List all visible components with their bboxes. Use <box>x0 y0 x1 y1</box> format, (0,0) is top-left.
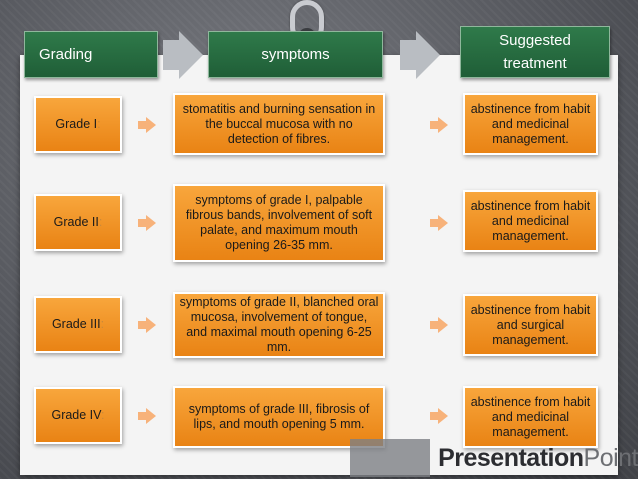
grade-box-3: Grade III: <box>34 296 122 353</box>
treatment-text-3: abstinence from habit and surgical manag… <box>470 302 591 347</box>
row-2-arrow-2-body <box>430 219 438 227</box>
grade-box-2: Grade II: <box>34 194 122 251</box>
symptom-text-4: symptoms of grade III, fibrosis of lips,… <box>188 402 370 431</box>
row-4-arrow-2-body <box>430 412 438 420</box>
row-4-arrow-2-icon <box>438 408 448 424</box>
row-1-arrow-2-body <box>430 121 438 129</box>
header-grading: Grading <box>24 31 158 78</box>
grade-box-4: Grade IV: <box>34 387 122 444</box>
presentationpoint-watermark: PresentationPoint <box>350 437 638 479</box>
header-arrow-1-icon <box>179 31 203 79</box>
header-symptoms: symptoms <box>208 31 383 78</box>
grade-suffix-3: : <box>100 317 105 331</box>
watermark-bold: Presentation <box>438 443 584 472</box>
header-grading-label: Grading <box>39 46 93 63</box>
row-3-arrow-2-body <box>430 321 438 329</box>
symptom-text-1: stomatitis and burning sensation in the … <box>182 101 376 146</box>
row-1-arrow-1-body <box>138 121 146 129</box>
header-arrow-2-icon <box>416 31 440 79</box>
row-2-arrow-1-icon <box>146 215 156 231</box>
grade-suffix-2: : <box>98 215 103 229</box>
header-treatment-label: Suggested treatment <box>499 32 571 72</box>
row-3-arrow-1-icon <box>146 317 156 333</box>
row-4-arrow-1-icon <box>146 408 156 424</box>
watermark-logo-block <box>350 439 431 477</box>
grade-label-1: Grade I <box>55 117 98 131</box>
watermark-text: PresentationPoint <box>438 444 638 473</box>
treatment-box-2: abstinence from habit and medicinal mana… <box>463 190 598 252</box>
watermark-light: Point <box>583 443 638 472</box>
symptom-box-3: symptoms of grade II, blanched oral muco… <box>173 292 385 358</box>
treatment-box-3: abstinence from habit and surgical manag… <box>463 294 598 356</box>
treatment-text-1: abstinence from habit and medicinal mana… <box>470 101 591 146</box>
row-1-arrow-1-icon <box>146 117 156 133</box>
symptom-box-2: symptoms of grade I, palpable fibrous ba… <box>173 184 385 262</box>
row-2-arrow-1-body <box>138 219 146 227</box>
symptom-box-1: stomatitis and burning sensation in the … <box>173 93 385 155</box>
row-4-arrow-1-body <box>138 412 146 420</box>
grade-suffix-4: : <box>101 408 105 422</box>
header-treatment: Suggested treatment <box>460 26 610 78</box>
grade-label-3: Grade III <box>51 317 101 331</box>
grade-label-4: Grade IV <box>51 408 102 422</box>
symptom-text-3: symptoms of grade II, blanched oral muco… <box>179 295 379 354</box>
symptom-text-2: symptoms of grade I, palpable fibrous ba… <box>185 193 373 252</box>
treatment-box-1: abstinence from habit and medicinal mana… <box>463 93 598 155</box>
row-2-arrow-2-icon <box>438 215 448 231</box>
header-symptoms-label: symptoms <box>261 46 330 63</box>
row-1-arrow-2-icon <box>438 117 448 133</box>
treatment-box-4: abstinence from habit and medicinal mana… <box>463 386 598 448</box>
row-3-arrow-1-body <box>138 321 146 329</box>
symptom-box-4: symptoms of grade III, fibrosis of lips,… <box>173 386 385 448</box>
row-3-arrow-2-icon <box>438 317 448 333</box>
treatment-text-2: abstinence from habit and medicinal mana… <box>470 198 591 243</box>
treatment-text-4: abstinence from habit and medicinal mana… <box>470 394 591 439</box>
header-arrow-2-body <box>400 40 416 70</box>
header-arrow-1-body <box>163 40 179 70</box>
grade-label-2: Grade II <box>53 215 99 229</box>
grade-box-1: Grade I: <box>34 96 122 153</box>
grade-suffix-1: : <box>97 117 101 131</box>
